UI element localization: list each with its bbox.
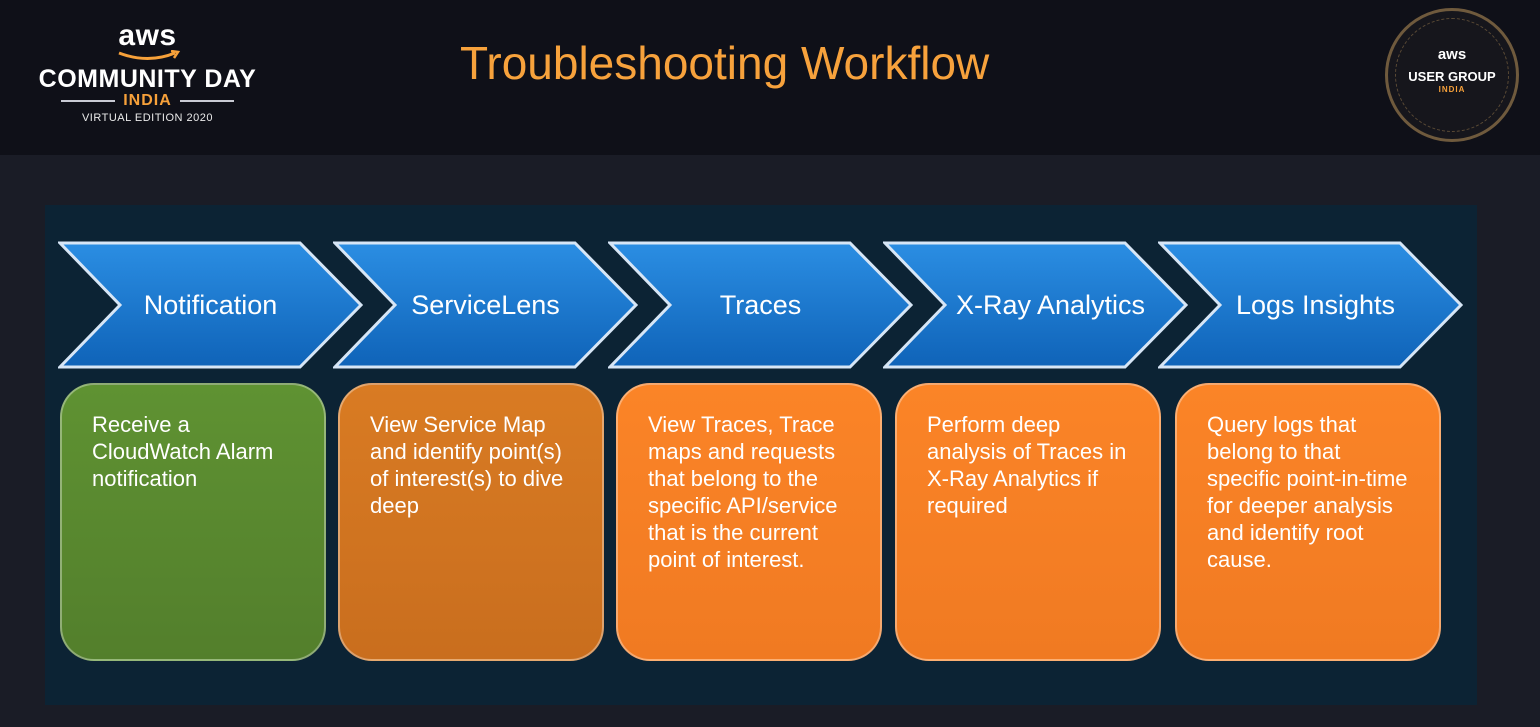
aws-logo-text: aws (118, 19, 177, 52)
event-name: COMMUNITY DAY (38, 65, 257, 93)
step-arrow-logs-insights: Logs Insights (1158, 241, 1463, 369)
step-arrow-notification: Notification (58, 241, 363, 369)
step-card-logs-insights: Query logs that belong to that specific … (1175, 383, 1441, 661)
chevron-shape (1158, 241, 1463, 369)
step-label: Notification (143, 290, 278, 320)
step-label: ServiceLens (411, 290, 560, 320)
step-card-notification: Receive a CloudWatch Alarm notification (60, 383, 326, 661)
badge-ring (1395, 18, 1509, 132)
user-group-badge: aws USER GROUP INDIA (1385, 8, 1519, 142)
aws-smile-icon (117, 50, 180, 60)
step-arrow-traces: Traces (608, 241, 913, 369)
chevron-shape (333, 241, 638, 369)
country-row: INDIA (20, 92, 275, 110)
step-card-servicelens: View Service Map and identify point(s) o… (338, 383, 604, 661)
step-label: X-Ray Analytics (955, 290, 1146, 320)
step-card-xray-analytics: Perform deep analysis of Traces in X-Ray… (895, 383, 1161, 661)
country-label: INDIA (123, 92, 172, 109)
chevron-shape (883, 241, 1188, 369)
divider-line (61, 100, 116, 102)
step-label: Logs Insights (1235, 290, 1396, 320)
chevron-shape (58, 241, 363, 369)
header-bar (0, 0, 1540, 155)
divider-line (179, 100, 234, 102)
community-day-logo: aws COMMUNITY DAY INDIA VIRTUAL EDITION … (20, 19, 275, 147)
step-label: Traces (719, 290, 802, 320)
step-card-traces: View Traces, Trace maps and requests tha… (616, 383, 882, 661)
chevron-shape (608, 241, 913, 369)
page-title: Troubleshooting Workflow (460, 37, 990, 89)
step-arrow-xray-analytics: X-Ray Analytics (883, 241, 1188, 369)
edition-label: VIRTUAL EDITION 2020 (81, 112, 214, 124)
step-arrow-servicelens: ServiceLens (333, 241, 638, 369)
